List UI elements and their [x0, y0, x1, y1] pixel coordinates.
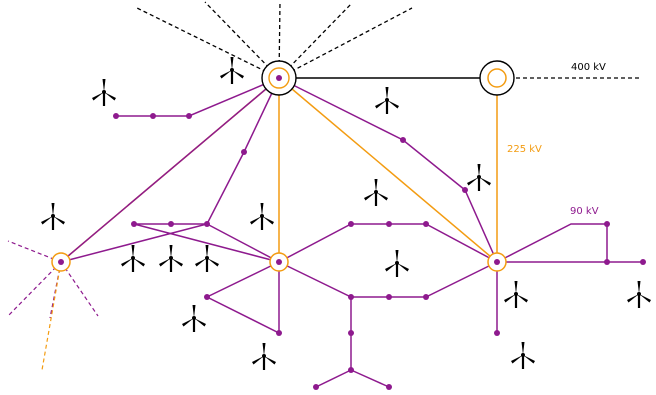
- external-225kv-dashed-line: [41, 261, 62, 371]
- wind-turbine-icon: [218, 55, 246, 86]
- transformer-icon-right-top: [479, 60, 515, 96]
- label-400kv: 400 kV: [571, 62, 606, 73]
- wind-turbine-icon: [119, 243, 147, 274]
- wind-turbine-icon: [362, 177, 390, 208]
- wind-turbine-icon: [157, 243, 185, 274]
- substation-icon-left: [51, 252, 71, 272]
- wind-turbine-icon: [193, 243, 221, 274]
- node-dots: [113, 113, 646, 390]
- external-400kv-dashed-lines: [136, 1, 641, 79]
- wind-turbines: [39, 55, 653, 372]
- substation-icon-center: [269, 252, 289, 272]
- substation-icon-right: [487, 252, 507, 272]
- wind-turbine-icon: [502, 279, 530, 310]
- wind-turbine-icon: [509, 340, 537, 371]
- lines-225kv: [60, 77, 498, 263]
- wind-turbine-icon: [250, 341, 278, 372]
- wind-turbine-icon: [625, 279, 653, 310]
- label-90kv: 90 kV: [570, 206, 599, 217]
- substation-icon-main: [261, 60, 297, 96]
- wind-turbine-icon: [180, 303, 208, 334]
- wind-turbine-icon: [383, 248, 411, 279]
- wind-turbine-icon: [39, 201, 67, 232]
- label-225kv: 225 kV: [507, 144, 542, 155]
- wind-turbine-icon: [465, 162, 493, 193]
- wind-turbine-icon: [373, 85, 401, 116]
- wind-turbine-icon: [90, 77, 118, 108]
- lines-90kv: [60, 77, 643, 388]
- wind-turbine-icon: [248, 201, 276, 232]
